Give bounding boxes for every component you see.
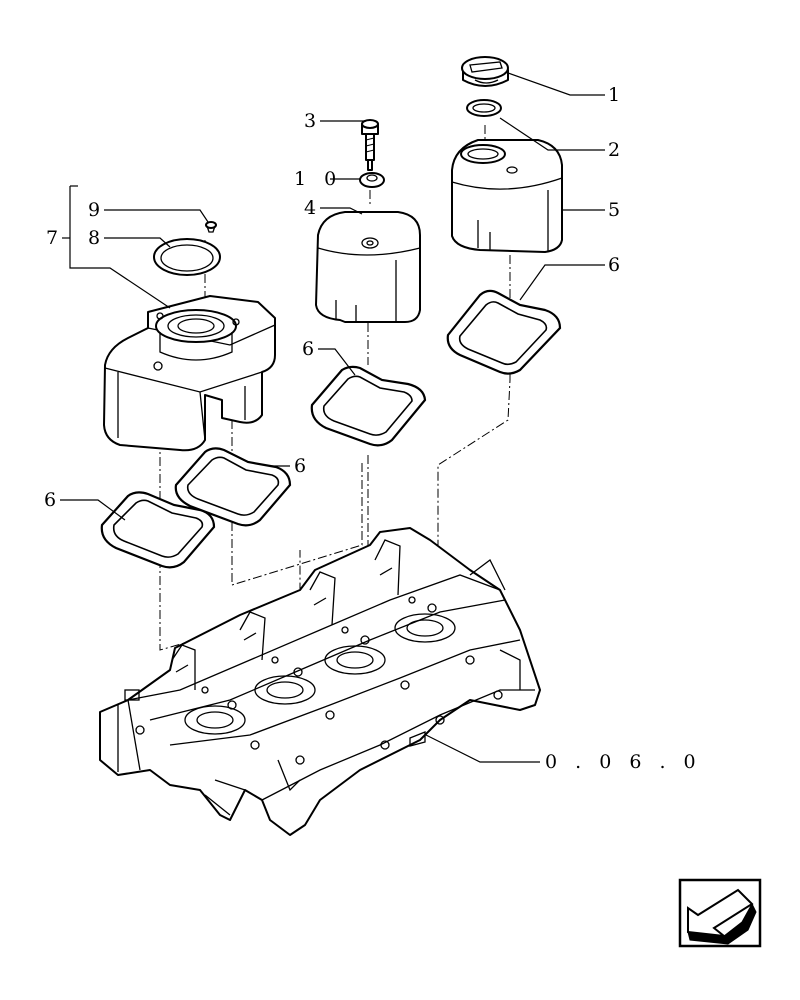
leader-lines: [60, 72, 605, 763]
callout-5: 5: [608, 199, 626, 221]
callout-6-left-lower: 6: [44, 489, 62, 511]
washer-10: [359, 172, 385, 188]
gasket-6-right: [446, 289, 562, 375]
gasket-6-left-upper: [174, 447, 292, 527]
callout-6-middle: 6: [302, 338, 320, 360]
callout-6-right: 6: [608, 254, 626, 276]
rocker-cover-assembly-large: [103, 295, 276, 452]
seal-ring-8: [153, 238, 221, 276]
callout-7: 7: [46, 227, 64, 249]
callout-4: 4: [304, 197, 322, 219]
bolt-3: [361, 119, 379, 171]
callout-2: 2: [608, 139, 626, 161]
o-ring-2: [466, 99, 502, 117]
gasket-6-middle: [310, 365, 427, 447]
callout-8: 8: [88, 227, 106, 249]
callout-9: 9: [88, 199, 106, 221]
callout-1: 1: [608, 84, 626, 106]
screw-9: [205, 221, 217, 233]
callout-6-left-upper: 6: [294, 455, 312, 477]
callout-10: 1 0: [294, 168, 342, 190]
cylinder-head: [99, 527, 541, 836]
filler-cap-1: [461, 56, 509, 87]
gasket-6-left-lower: [100, 491, 216, 569]
reference-section-label: 0 . 0 6 . 0: [545, 751, 702, 773]
arrow-left-down-icon[interactable]: [678, 878, 762, 948]
oil-filler-cover-5: [451, 139, 563, 253]
callout-3: 3: [304, 110, 322, 132]
rocker-cover-4: [315, 211, 421, 323]
callout-labels: 1 2 3 1 0 4 5 6 6 6 6 7 8 9 0 . 0 6 . 0: [44, 84, 702, 773]
